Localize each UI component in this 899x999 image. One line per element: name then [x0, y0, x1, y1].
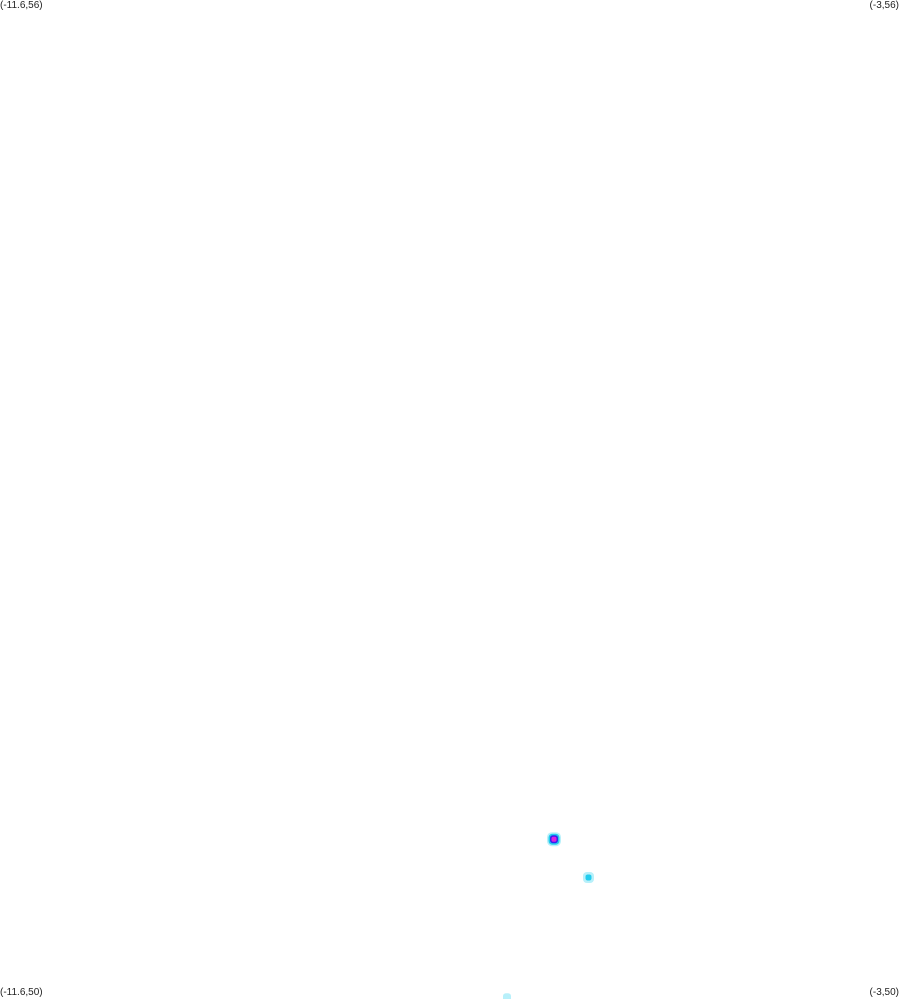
point-core [503, 993, 511, 999]
corner-label-top-right: (-3,56) [869, 0, 899, 11]
map-point-1 [547, 832, 561, 847]
point-core [551, 836, 557, 842]
corner-label-top-left: (-11.6,56) [0, 0, 43, 11]
point-core [585, 874, 592, 881]
map-point-2 [583, 872, 594, 883]
corner-label-bottom-right: (-3,50) [869, 987, 899, 998]
corner-label-bottom-left: (-11.6,50) [0, 987, 43, 998]
map-point-3 [503, 993, 511, 999]
